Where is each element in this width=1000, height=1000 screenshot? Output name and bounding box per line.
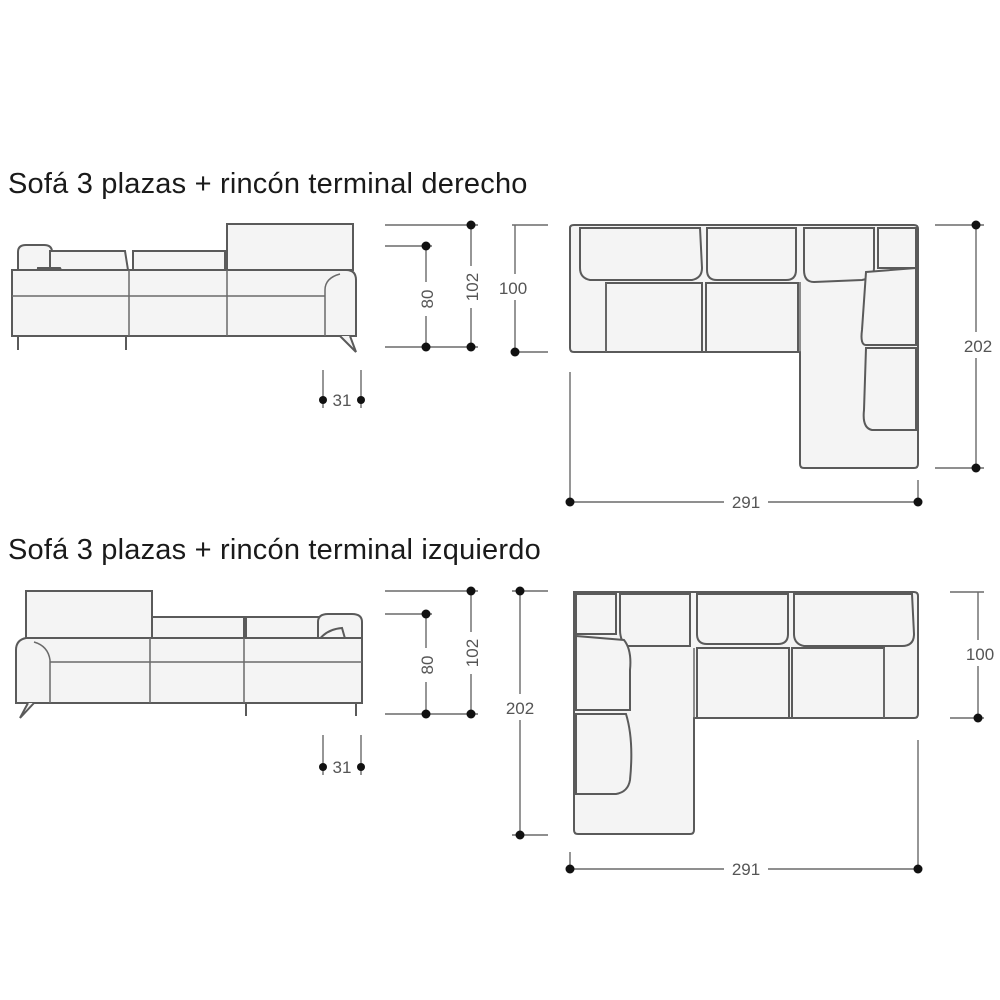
back-cushion xyxy=(706,227,797,281)
back-cushion xyxy=(803,227,875,284)
seat-cushion xyxy=(791,647,885,719)
section-title-right-corner: Sofá 3 plazas + rincón terminal derecho xyxy=(8,168,528,200)
back-cushion xyxy=(579,227,704,281)
seat-cushion xyxy=(705,282,799,353)
corner-backrest xyxy=(25,590,153,640)
depth-label: 100 xyxy=(966,645,994,664)
total-height-label: 102 xyxy=(463,639,482,667)
depth-dimension-right: 100 xyxy=(499,224,548,357)
sofa-leg xyxy=(19,702,35,719)
width-label: 291 xyxy=(732,860,760,879)
side-cushion xyxy=(862,347,917,431)
back-cushion xyxy=(619,593,691,647)
backrest-cushion xyxy=(49,250,130,271)
armrest-line xyxy=(33,641,51,703)
depth-label: 100 xyxy=(499,279,527,298)
width-label: 291 xyxy=(732,493,760,512)
side-cushion xyxy=(860,266,917,346)
sofa-leg xyxy=(339,335,357,353)
front-view-right-corner xyxy=(11,223,357,353)
leg-offset-dimension-right: 31 xyxy=(319,370,365,410)
top-view-right-corner xyxy=(569,224,919,469)
corner-back-cushion xyxy=(877,227,917,269)
front-view-left-corner xyxy=(15,590,363,719)
sofa-body xyxy=(15,637,363,704)
back-cushion xyxy=(793,593,916,647)
leg-offset-dimension-left: 31 xyxy=(319,735,365,777)
backrest-cushion xyxy=(132,250,226,271)
corner-backrest xyxy=(226,223,354,271)
leg-offset-label: 31 xyxy=(333,758,352,777)
side-cushion xyxy=(575,713,633,795)
corner-back-cushion xyxy=(575,593,617,635)
section-title-left-corner: Sofá 3 plazas + rincón terminal izquierd… xyxy=(8,534,541,566)
corner-depth-dimension-right: 202 xyxy=(935,220,998,473)
backrest-cushion xyxy=(151,616,245,639)
width-dimension-right: 291 xyxy=(565,372,923,514)
seat-height-label: 80 xyxy=(418,656,437,675)
corner-depth-label: 202 xyxy=(964,337,992,356)
seat-cushion xyxy=(605,282,703,353)
height-dimensions-right: 80 102 xyxy=(385,220,482,352)
back-cushion xyxy=(696,593,789,645)
seat-cushion xyxy=(696,647,790,719)
corner-depth-label: 202 xyxy=(506,699,534,718)
backrest-cushion xyxy=(245,616,326,639)
total-height-label: 102 xyxy=(463,273,482,301)
seat-height-label: 80 xyxy=(418,290,437,309)
height-dimensions-left: 80 102 xyxy=(385,586,482,719)
side-cushion xyxy=(575,634,632,711)
depth-dimension-left: 100 xyxy=(950,591,998,723)
width-dimension-left: 291 xyxy=(565,740,923,881)
corner-depth-dimension-left: 202 xyxy=(498,586,548,840)
leg-offset-label: 31 xyxy=(333,391,352,410)
sofa-body xyxy=(11,269,357,337)
armrest-line xyxy=(324,273,341,336)
top-view-left-corner xyxy=(573,591,919,835)
